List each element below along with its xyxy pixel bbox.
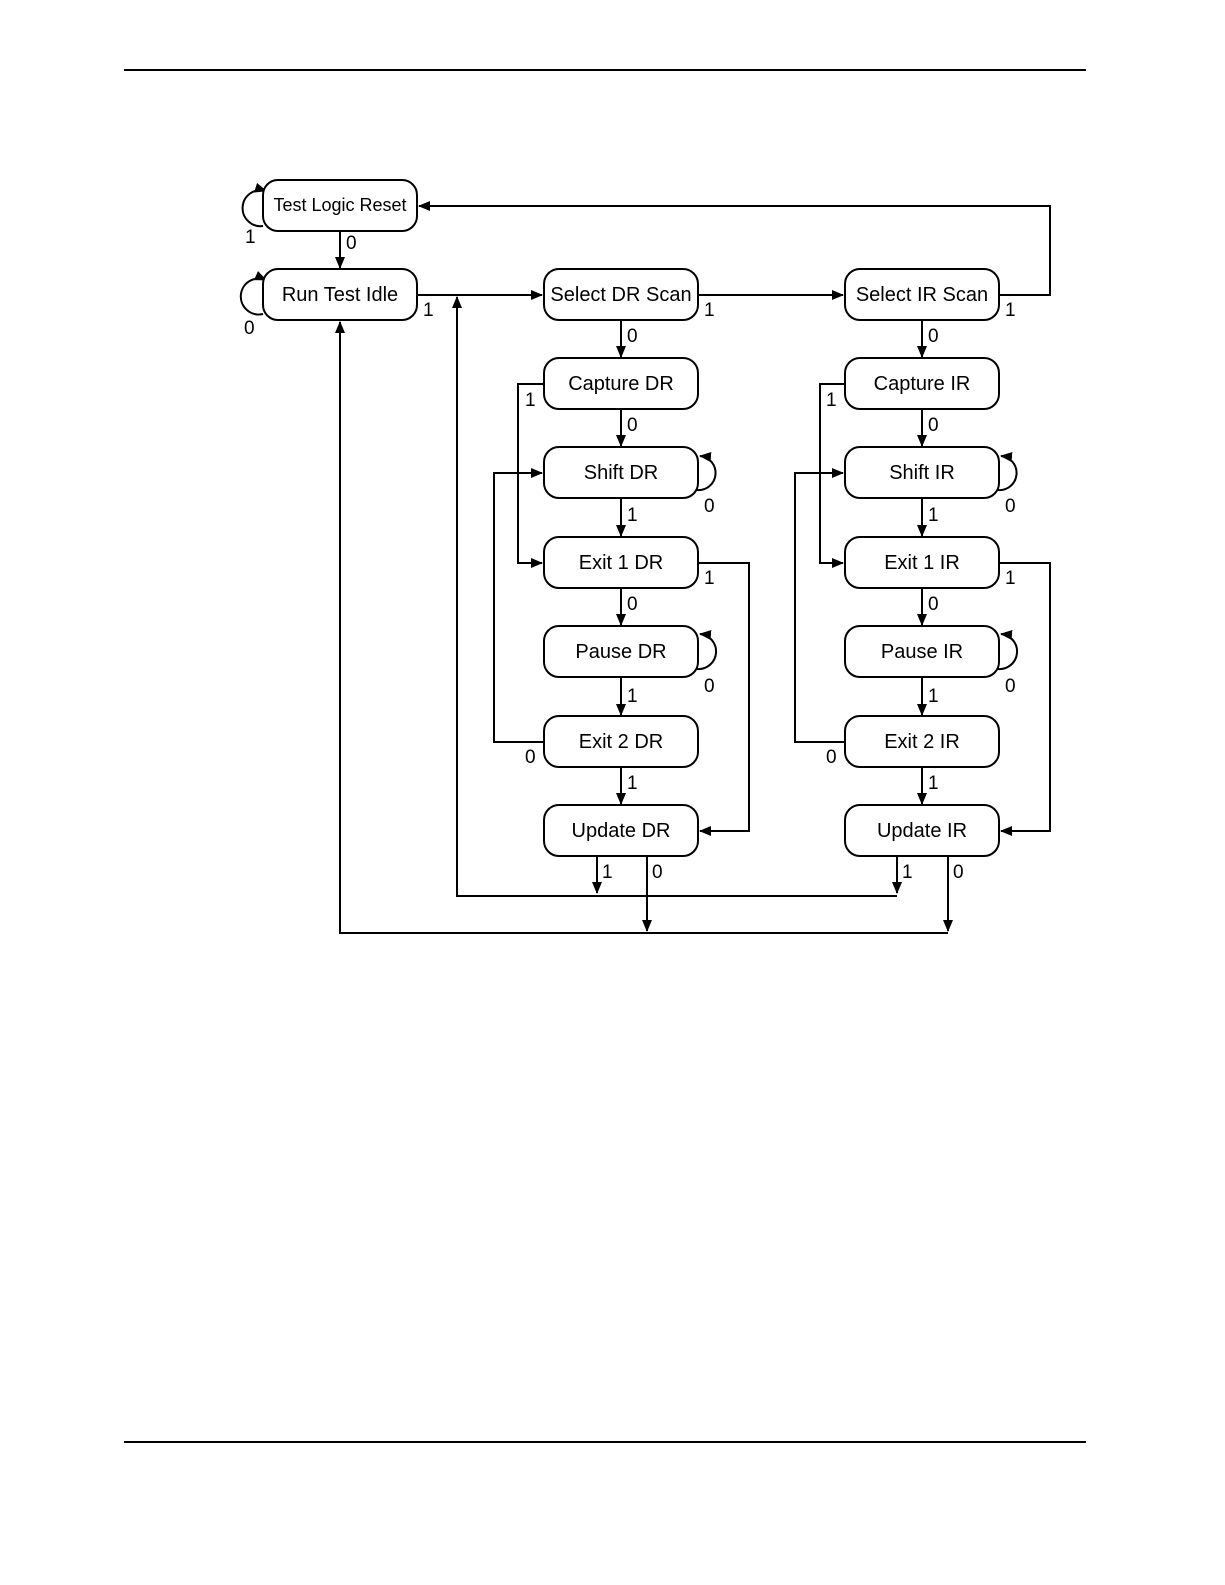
state-label: Update IR xyxy=(877,820,967,842)
edge-label: 0 xyxy=(928,594,939,615)
edge-label: 1 xyxy=(1005,300,1016,321)
edge-label: 0 xyxy=(826,747,837,768)
state-label: Exit 1 DR xyxy=(579,552,663,574)
state-shift-ir: Shift IR xyxy=(845,447,999,498)
state-label: Exit 2 IR xyxy=(884,731,960,753)
edge-label: 0 xyxy=(627,415,638,436)
edge-label: 1 xyxy=(704,300,715,321)
state-label: Capture IR xyxy=(874,373,971,395)
edge-label: 1 xyxy=(423,300,434,321)
state-label: Select IR Scan xyxy=(856,284,988,306)
state-pause-ir: Pause IR xyxy=(845,626,999,677)
state-label: Shift IR xyxy=(889,462,955,484)
edge-label: 1 xyxy=(602,862,613,883)
edge-label: 0 xyxy=(627,594,638,615)
state-exit2-dr: Exit 2 DR xyxy=(544,716,698,767)
self-loop-shift-ir xyxy=(998,456,1017,490)
state-label: Update DR xyxy=(572,820,671,842)
edge-label: 0 xyxy=(953,862,964,883)
edge-label: 0 xyxy=(704,496,715,517)
edge-label: 0 xyxy=(704,676,715,697)
state-label: Exit 1 IR xyxy=(884,552,960,574)
state-label: Select DR Scan xyxy=(550,284,691,306)
state-label: Exit 2 DR xyxy=(579,731,663,753)
edge-label: 0 xyxy=(525,747,536,768)
edge-label: 1 xyxy=(928,686,939,707)
edge-label: 0 xyxy=(627,326,638,347)
edge-label: 0 xyxy=(346,233,357,254)
state-select-dr-scan: Select DR Scan xyxy=(544,269,698,320)
state-update-dr: Update DR xyxy=(544,805,698,856)
state-pause-dr: Pause DR xyxy=(544,626,698,677)
edge-label: 0 xyxy=(1005,676,1016,697)
edge-label: 1 xyxy=(902,862,913,883)
edge-label: 0 xyxy=(928,326,939,347)
edge-label: 1 xyxy=(928,773,939,794)
state-label: Pause IR xyxy=(881,641,963,663)
edge-label: 1 xyxy=(245,227,256,248)
edge-label: 0 xyxy=(1005,496,1016,517)
edge-label: 1 xyxy=(627,505,638,526)
edge-label: 0 xyxy=(928,415,939,436)
state-exit1-dr: Exit 1 DR xyxy=(544,537,698,588)
state-select-ir-scan: Select IR Scan xyxy=(845,269,999,320)
edge-label: 1 xyxy=(627,773,638,794)
state-shift-dr: Shift DR xyxy=(544,447,698,498)
edge-label: 1 xyxy=(928,505,939,526)
state-exit2-ir: Exit 2 IR xyxy=(845,716,999,767)
state-label: Capture DR xyxy=(568,373,674,395)
edge-label: 1 xyxy=(525,390,536,411)
state-label: Pause DR xyxy=(575,641,666,663)
edge-label: 1 xyxy=(627,686,638,707)
state-label: Run Test Idle xyxy=(282,284,398,306)
state-update-ir: Update IR xyxy=(845,805,999,856)
edge-label: 1 xyxy=(704,568,715,589)
edge-label: 0 xyxy=(652,862,663,883)
self-loop-pause-ir xyxy=(998,634,1017,669)
edge-exit1-dr-to-update-dr xyxy=(698,563,749,831)
edge-exit1-ir-to-update-ir xyxy=(999,563,1050,831)
state-test-logic-reset: Test Logic Reset xyxy=(263,180,417,231)
edge-label: 0 xyxy=(244,318,255,339)
state-capture-ir: Capture IR xyxy=(845,358,999,409)
state-capture-dr: Capture DR xyxy=(544,358,698,409)
edge-label: 1 xyxy=(826,390,837,411)
state-exit1-ir: Exit 1 IR xyxy=(845,537,999,588)
state-run-test-idle: Run Test Idle xyxy=(263,269,417,320)
state-label: Test Logic Reset xyxy=(273,195,406,215)
edge-label: 1 xyxy=(1005,568,1016,589)
self-loop-shift-dr xyxy=(697,456,716,490)
self-loop-pause-dr xyxy=(697,634,716,669)
state-label: Shift DR xyxy=(584,462,658,484)
